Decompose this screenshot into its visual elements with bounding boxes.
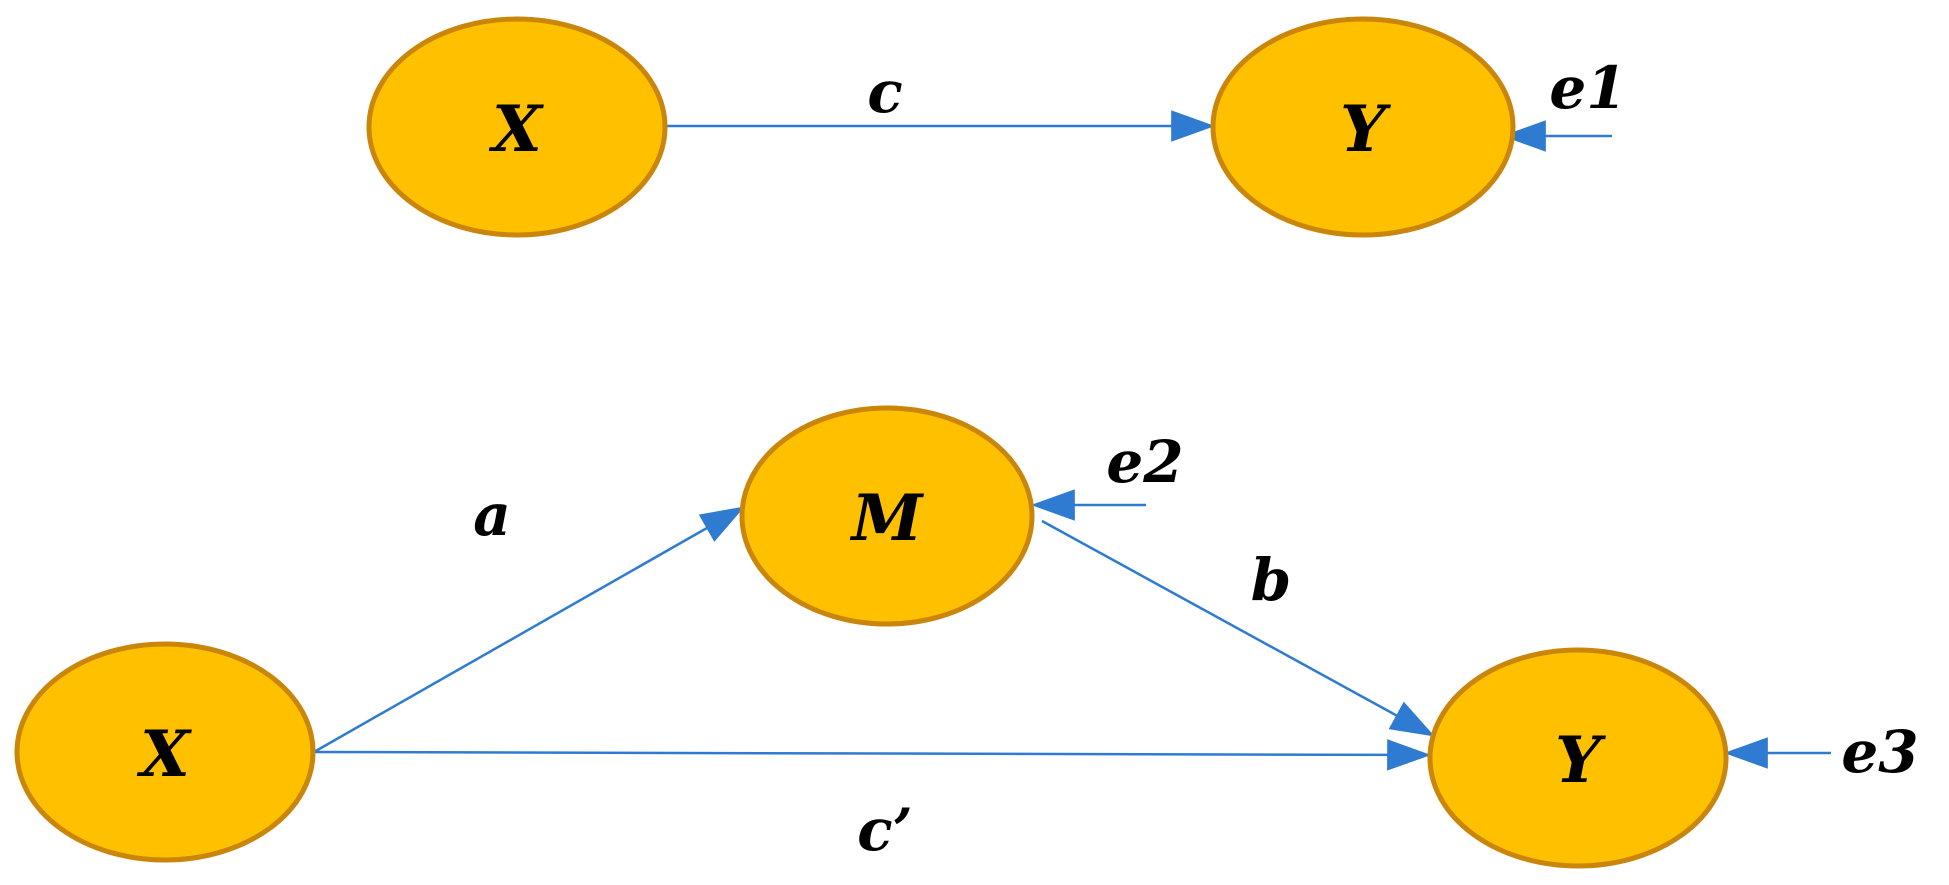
- path-a-arrow: [313, 506, 745, 754]
- error-e1-label: e1: [1549, 54, 1626, 122]
- node-m-label: M: [850, 481, 925, 556]
- node-x-top: X: [366, 16, 668, 238]
- error-e2-label: e2: [1106, 428, 1183, 496]
- node-m: M: [739, 405, 1035, 627]
- node-x-top-label: X: [488, 92, 544, 167]
- error-e3-label: e3: [1841, 718, 1918, 786]
- node-y-top: Y: [1210, 16, 1516, 238]
- path-b-arrow: [1041, 519, 1435, 737]
- top-model: X Y c e1: [366, 16, 1627, 238]
- path-c-label: c: [867, 58, 902, 126]
- node-y-bottom: Y: [1427, 647, 1729, 869]
- path-c-prime-arrow: [313, 739, 1432, 771]
- path-b-label: b: [1251, 546, 1292, 614]
- node-y-bottom-label: Y: [1555, 723, 1606, 798]
- node-x-bottom: X: [14, 641, 316, 863]
- node-x-bottom-label: X: [136, 717, 192, 792]
- path-a-label: a: [473, 481, 511, 549]
- bottom-model: M X Y a b c’ e2 e3: [14, 405, 1919, 869]
- node-y-top-label: Y: [1340, 92, 1391, 167]
- path-c-prime-label: c’: [857, 796, 913, 864]
